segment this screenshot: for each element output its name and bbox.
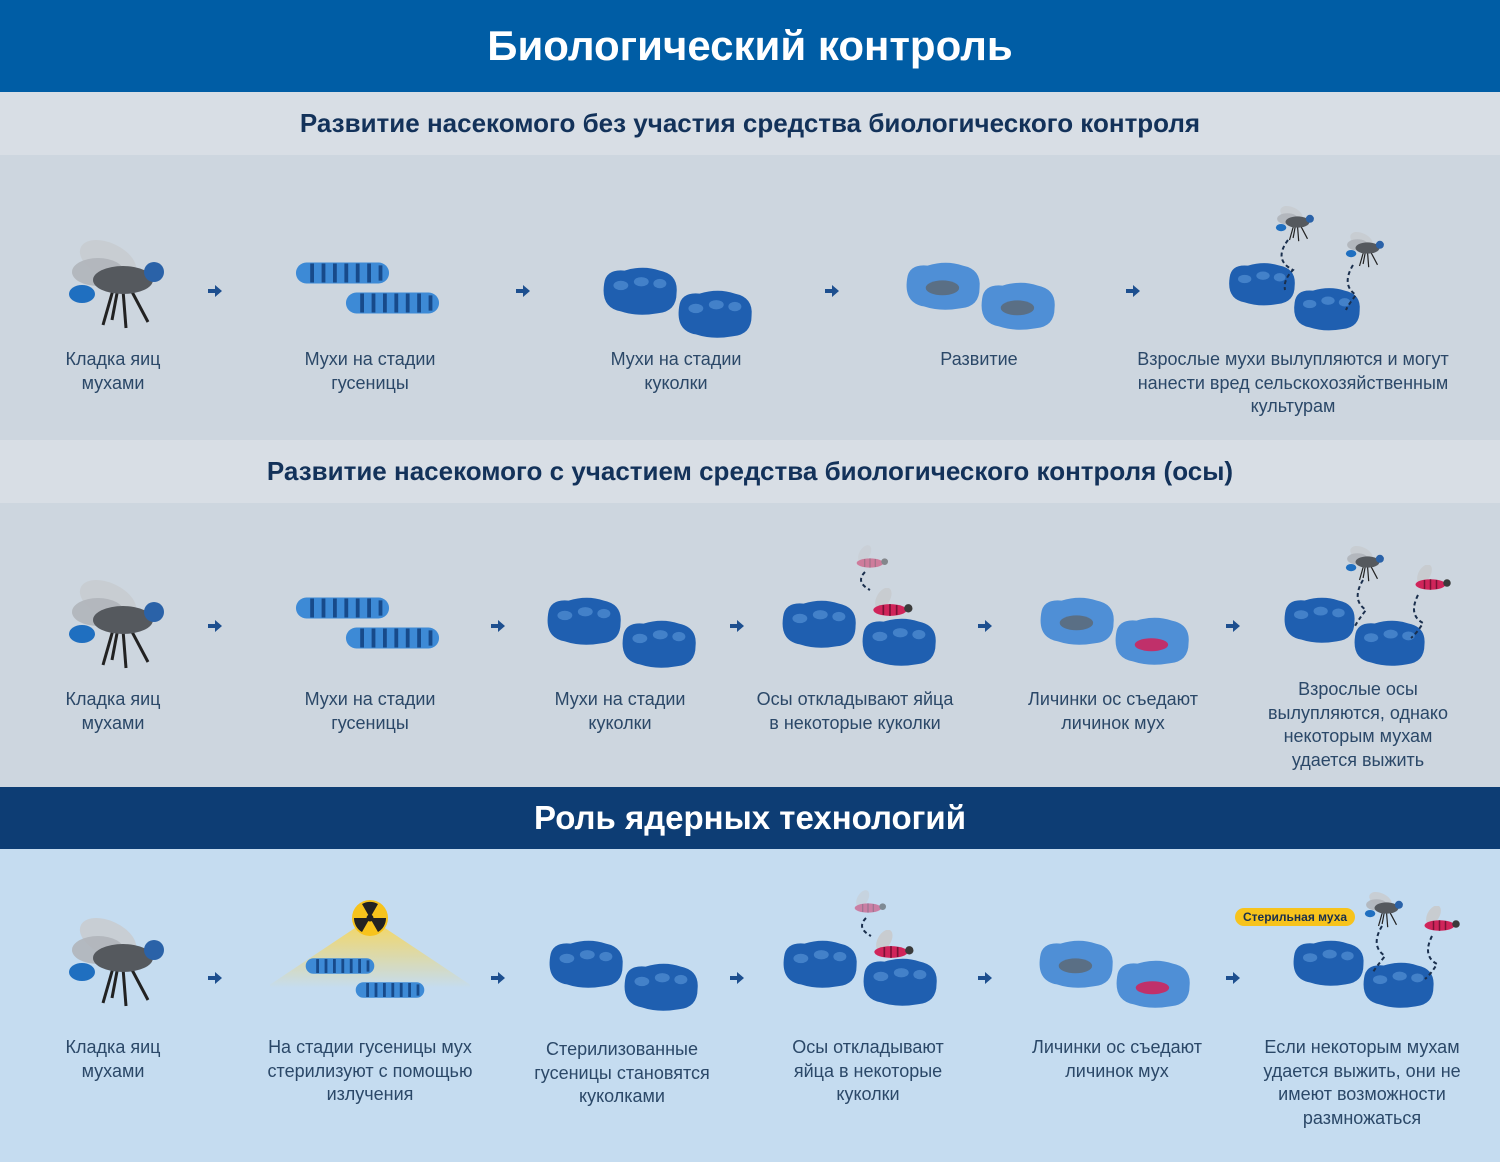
step-label: Личинки ос съедают личинок мух — [1032, 1037, 1202, 1081]
fly-icon — [67, 908, 166, 1008]
step-label: Кладка яиц мухами — [65, 1037, 161, 1081]
step-larva: Мухи на стадии гусеницы — [250, 200, 490, 395]
wasp-on-pupa-icon — [783, 890, 937, 1006]
irradiated-larva-icon — [270, 900, 470, 1000]
section2-panel — [0, 503, 1500, 787]
arrow-right-icon — [978, 620, 992, 632]
step-label: Стерилизованные гусеницы становятся куко… — [534, 1039, 710, 1106]
step-wasps-lay-eggs: Осы откладывают яйца в некоторые куколки — [748, 888, 988, 1107]
larva-icon — [295, 260, 440, 316]
arrow-right-icon — [730, 972, 744, 984]
step-label: Мухи на стадии куколки — [610, 349, 742, 393]
step-larva: Мухи на стадии гусеницы — [250, 540, 490, 735]
pupa-with-wasp-larva-icon — [1040, 597, 1189, 665]
main-title: Биологический контроль — [0, 0, 1500, 92]
step-label: Развитие — [940, 349, 1018, 369]
step-adult-flies: Взрослые мухи вылупляются и могут нанест… — [1113, 200, 1473, 419]
radiation-icon — [352, 900, 388, 936]
step-adult-wasps: Взрослые осы вылупляются, однако некотор… — [1238, 540, 1478, 772]
section3-panel — [0, 849, 1500, 1162]
step-irradiation: На стадии гусеницы мух стерилизуют с пом… — [250, 888, 490, 1107]
arrow-right-icon — [978, 972, 992, 984]
section3-title: Роль ядерных технологий — [0, 787, 1500, 849]
wasp-on-pupa-icon — [782, 545, 936, 666]
step-label: Кладка яиц мухами — [65, 689, 161, 733]
step-label: Осы откладывают яйца в некоторые куколки — [792, 1037, 944, 1104]
arrow-right-icon — [208, 285, 222, 297]
step-label: Взрослые осы вылупляются, однако некотор… — [1267, 679, 1449, 770]
step-sterile-survivors: Если некоторым мухам удается выжить, они… — [1242, 888, 1482, 1130]
arrow-right-icon — [825, 285, 839, 297]
step-egg-laying: Кладка яиц мухами — [0, 888, 233, 1083]
arrow-right-icon — [516, 285, 530, 297]
arrow-right-icon — [208, 972, 222, 984]
fly-icon — [67, 570, 166, 670]
arrow-right-icon — [1226, 620, 1240, 632]
arrow-right-icon — [491, 620, 505, 632]
pupa-icon — [547, 597, 696, 668]
step-label: Мухи на стадии гусеницы — [304, 689, 436, 733]
step-development: Развитие — [859, 200, 1099, 372]
arrow-right-icon — [208, 620, 222, 632]
step-pupa: Мухи на стадии куколки — [500, 540, 740, 735]
step-wasp-larvae-eat: Личинки ос съедают личинок мух — [997, 888, 1237, 1083]
step-label: Мухи на стадии гусеницы — [304, 349, 436, 393]
step-egg-laying: Кладка яиц мухами — [0, 200, 233, 395]
step-label: Кладка яиц мухами — [65, 349, 161, 393]
step-wasp-larvae-eat: Личинки ос съедают личинок мух — [993, 540, 1233, 735]
section1-title: Развитие насекомого без участия средства… — [0, 92, 1500, 155]
sterile-fly-badge: Стерильная муха — [1235, 908, 1356, 926]
step-sterile-pupa: Стерилизованные гусеницы становятся куко… — [502, 888, 742, 1109]
step-label: Взрослые мухи вылупляются и могут нанест… — [1137, 349, 1449, 416]
larva-icon — [295, 595, 440, 651]
step-wasps-lay-eggs: Осы откладывают яйца в некоторые куколки — [735, 540, 975, 735]
step-egg-laying: Кладка яиц мухами — [0, 540, 233, 735]
fly-icon — [67, 230, 166, 330]
emerging-wasps-icon — [1284, 542, 1452, 666]
step-label: Если некоторым мухам удается выжить, они… — [1263, 1037, 1461, 1128]
step-pupa: Мухи на стадии куколки — [556, 200, 796, 395]
step-label: Осы откладывают яйца в некоторые куколки — [756, 689, 954, 733]
step-label: На стадии гусеницы мух стерилизуют с пом… — [267, 1037, 473, 1104]
developing-pupa-icon — [906, 262, 1055, 330]
step-label: Личинки ос съедают личинок мух — [1028, 689, 1198, 733]
arrow-right-icon — [491, 972, 505, 984]
section2-title: Развитие насекомого с участием средства … — [0, 440, 1500, 503]
emerging-flies-icon — [1229, 202, 1385, 331]
pupa-with-wasp-larva-icon — [1039, 940, 1190, 1008]
pupa-icon — [603, 267, 752, 338]
arrow-right-icon — [1226, 972, 1240, 984]
step-label: Мухи на стадии куколки — [554, 689, 686, 733]
pupa-icon — [549, 940, 698, 1011]
arrow-right-icon — [1126, 285, 1140, 297]
arrow-right-icon — [730, 620, 744, 632]
